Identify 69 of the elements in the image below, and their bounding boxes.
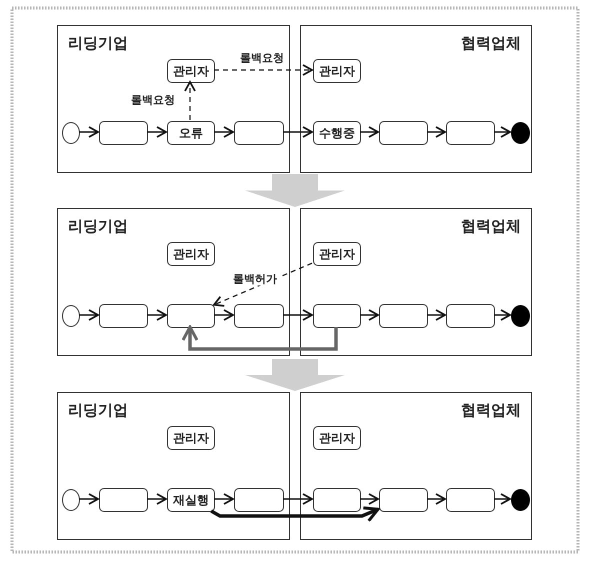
arrow — [214, 493, 234, 505]
arrow — [147, 126, 167, 138]
lane-title: 리딩기업 — [68, 217, 128, 236]
state-box: 재실행 — [167, 488, 215, 512]
arrow — [427, 126, 446, 138]
swimlane — [57, 392, 290, 540]
state-box — [313, 488, 361, 512]
thick-arrow — [182, 326, 338, 351]
state-box — [234, 304, 284, 328]
arrow — [79, 126, 99, 138]
arrow — [147, 493, 167, 505]
arrow — [427, 309, 446, 321]
state-box — [379, 304, 428, 328]
state-box: 오류 — [167, 121, 215, 145]
state-box — [99, 304, 148, 328]
arrow — [79, 309, 99, 321]
state-box — [446, 488, 495, 512]
role-box: 관리자 — [313, 59, 361, 83]
lane-title: 협력업체 — [461, 401, 521, 420]
swimlane — [300, 208, 532, 356]
start-circle — [62, 305, 80, 327]
state-box — [313, 304, 361, 328]
arrow — [494, 309, 511, 321]
lane-title: 리딩기업 — [68, 34, 128, 53]
edge-label: 롤백허가 — [231, 272, 279, 286]
lane-title: 협력업체 — [461, 217, 521, 236]
arrow — [214, 126, 234, 138]
arrow — [427, 493, 446, 505]
dashed-arrow — [214, 64, 313, 76]
state-box — [99, 488, 148, 512]
lane-title: 리딩기업 — [68, 401, 128, 420]
arrow — [283, 309, 313, 321]
state-box — [446, 121, 495, 145]
arrow — [214, 309, 234, 321]
edge-label: 롤백요청 — [238, 52, 286, 64]
state-box — [234, 488, 284, 512]
state-box — [379, 488, 428, 512]
arrow — [147, 309, 167, 321]
dashed-arrow — [184, 81, 196, 120]
state-box — [167, 304, 215, 328]
arrow — [79, 493, 99, 505]
edge-label: 롤백요청 — [129, 94, 177, 106]
role-box: 관리자 — [167, 426, 215, 450]
end-dot — [511, 489, 530, 511]
swimlane — [300, 25, 532, 173]
role-box: 관리자 — [167, 242, 215, 266]
arrow — [360, 126, 379, 138]
arrow — [360, 493, 379, 505]
swimlane — [57, 208, 290, 356]
state-box: 수행중 — [313, 121, 361, 145]
arrow — [494, 493, 511, 505]
arrow — [494, 126, 511, 138]
state-box — [446, 304, 495, 328]
lane-title: 협력업체 — [461, 34, 521, 53]
end-dot — [511, 122, 530, 144]
swimlane — [300, 392, 532, 540]
state-box — [99, 121, 148, 145]
end-dot — [511, 305, 530, 327]
arrow — [283, 493, 313, 505]
state-box — [379, 121, 428, 145]
thick-arrow — [210, 506, 380, 522]
arrow — [360, 309, 379, 321]
role-box: 관리자 — [313, 426, 361, 450]
role-box: 관리자 — [167, 59, 215, 83]
arrow — [283, 126, 313, 138]
role-box: 관리자 — [313, 242, 361, 266]
state-box — [234, 121, 284, 145]
start-circle — [62, 122, 80, 144]
start-circle — [62, 489, 80, 511]
